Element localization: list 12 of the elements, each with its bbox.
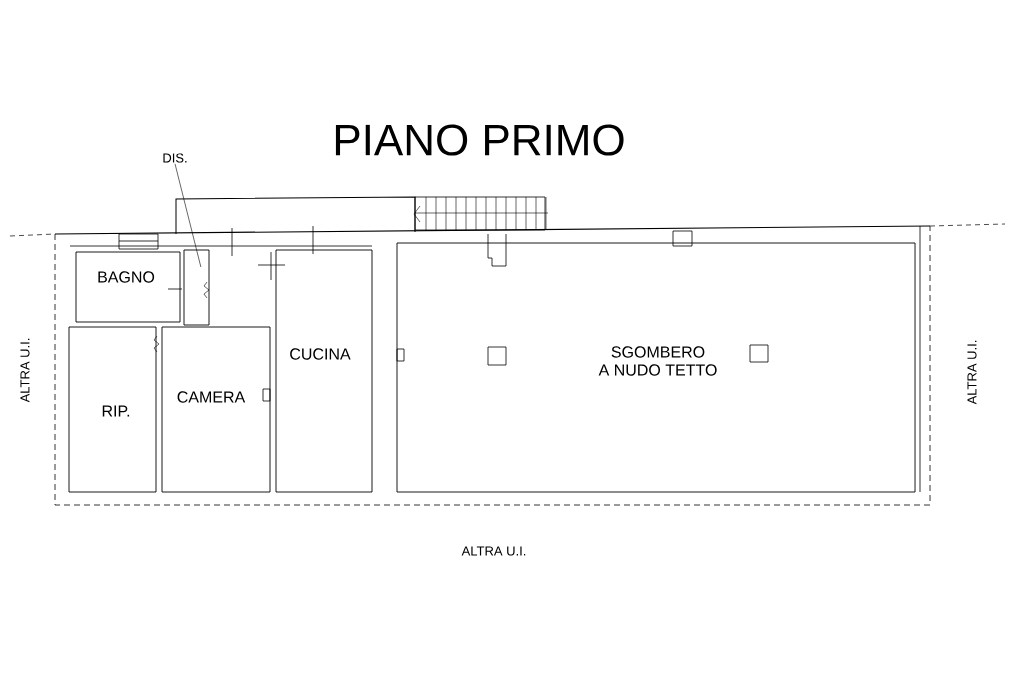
room: CUCINA <box>275 249 373 493</box>
room: CAMERA <box>161 326 271 493</box>
area-label: ALTRA U.I. <box>20 338 30 403</box>
room: SGOMBERO A NUDO TETTO <box>396 242 916 493</box>
area-label: ALTRA U.I. <box>461 546 526 556</box>
area-label: ALTRA U.I. <box>967 340 977 405</box>
plan-title: PIANO PRIMO <box>335 124 624 156</box>
room: BAGNO <box>75 251 181 323</box>
corridor-outline <box>183 249 210 326</box>
leader-line <box>174 163 202 268</box>
room-label: DIS. <box>163 153 187 163</box>
room: RIP. <box>68 326 157 493</box>
